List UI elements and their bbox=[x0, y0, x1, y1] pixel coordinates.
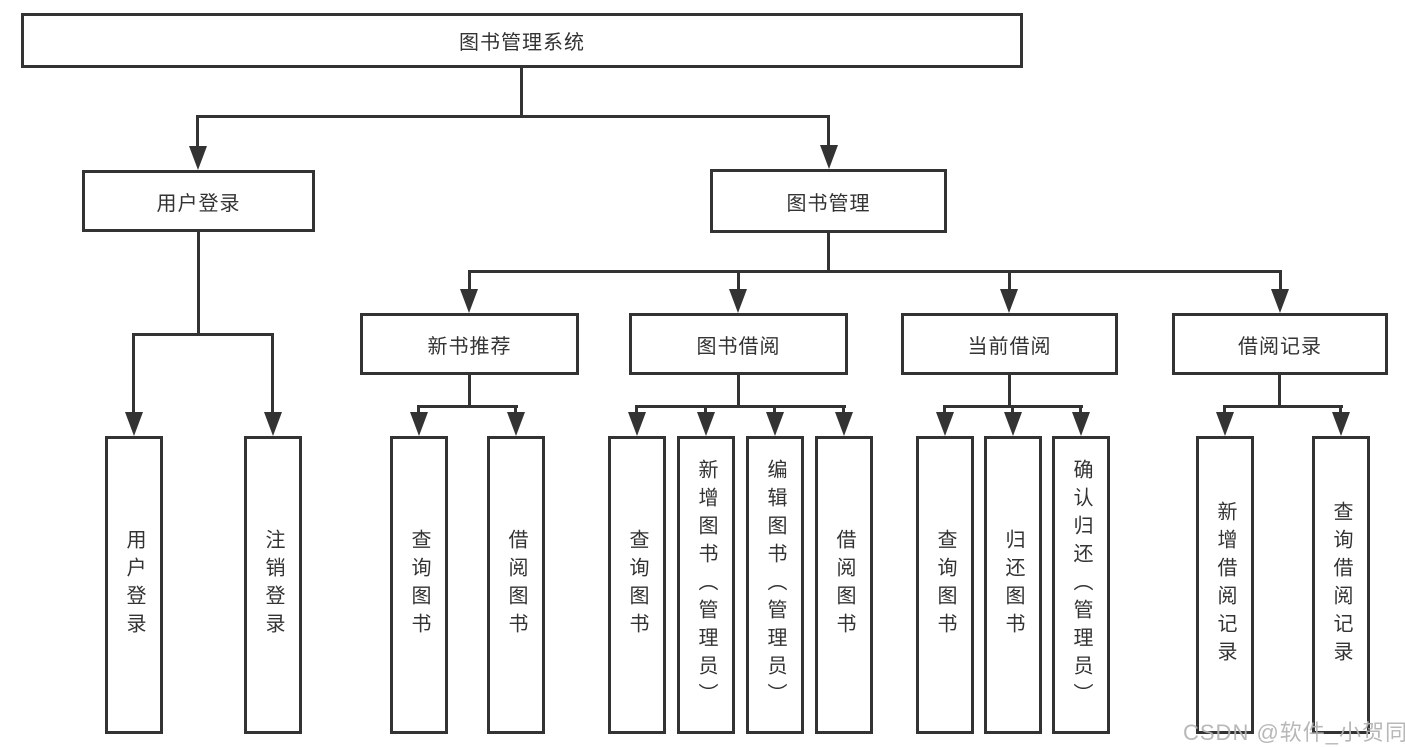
node-book-borrowing: 图书借阅 bbox=[629, 313, 848, 375]
node-confirm-return-admin: 确认归还（管理员） bbox=[1052, 436, 1110, 734]
node-label: 新书推荐 bbox=[427, 335, 512, 358]
node-add-books-admin: 新增图书（管理员） bbox=[677, 436, 735, 734]
connector-drop bbox=[196, 115, 199, 148]
connector-stub bbox=[737, 375, 740, 408]
node-label: 查询图书 bbox=[626, 529, 648, 641]
arrowhead-icon bbox=[125, 412, 143, 436]
watermark: CSDN @软件_小贺同学 bbox=[1183, 720, 1405, 745]
arrowhead-icon bbox=[1072, 412, 1090, 436]
node-label: 图书管理 bbox=[786, 192, 871, 215]
node-label: 归还图书 bbox=[1002, 529, 1024, 641]
node-new-book-recommendation: 新书推荐 bbox=[360, 313, 579, 375]
arrowhead-icon bbox=[1216, 412, 1234, 436]
arrowhead-icon bbox=[1271, 289, 1289, 313]
arrowhead-icon bbox=[628, 412, 646, 436]
node-label: 借阅记录 bbox=[1238, 335, 1322, 358]
node-label: 编辑图书（管理员） bbox=[764, 459, 786, 711]
node-borrow-books: 借阅图书 bbox=[815, 436, 873, 734]
arrowhead-icon bbox=[1004, 412, 1022, 436]
node-query-books-borrow: 查询图书 bbox=[608, 436, 666, 734]
connector-drop bbox=[842, 405, 845, 415]
node-add-borrow-record: 新增借阅记录 bbox=[1196, 436, 1254, 734]
node-borrow-books-recommend: 借阅图书 bbox=[487, 436, 545, 734]
arrowhead-icon bbox=[1332, 412, 1350, 436]
connector-level2-bar bbox=[196, 115, 830, 118]
node-label: 确认归还（管理员） bbox=[1070, 459, 1092, 711]
connector-drop bbox=[514, 405, 517, 415]
node-label: 用户登录 bbox=[123, 529, 145, 641]
connector-drop bbox=[1279, 270, 1282, 292]
node-current-borrowing: 当前借阅 bbox=[901, 313, 1118, 375]
node-return-books: 归还图书 bbox=[984, 436, 1042, 734]
node-book-management: 图书管理 bbox=[710, 169, 947, 233]
arrowhead-icon bbox=[729, 289, 747, 313]
arrowhead-icon bbox=[189, 146, 207, 170]
arrowhead-icon bbox=[766, 412, 784, 436]
connector-bar bbox=[417, 405, 518, 408]
node-query-books-current: 查询图书 bbox=[916, 436, 974, 734]
node-library-management-system: 图书管理系统 bbox=[21, 13, 1023, 68]
node-label: 用户登录 bbox=[156, 192, 241, 215]
connector-login-stub bbox=[197, 232, 200, 336]
node-logout: 注销登录 bbox=[244, 436, 302, 734]
node-label: 新增借阅记录 bbox=[1214, 501, 1236, 669]
connector-drop bbox=[1008, 270, 1011, 292]
arrowhead-icon bbox=[507, 412, 525, 436]
connector-root-stub bbox=[520, 68, 523, 118]
connector-drop bbox=[635, 405, 638, 415]
arrowhead-icon bbox=[820, 145, 838, 169]
arrowhead-icon bbox=[835, 412, 853, 436]
node-label: 注销登录 bbox=[262, 529, 284, 641]
connector-drop bbox=[132, 333, 135, 414]
node-edit-books-admin: 编辑图书（管理员） bbox=[746, 436, 804, 734]
connector-stub bbox=[468, 375, 471, 408]
arrowhead-icon bbox=[410, 412, 428, 436]
arrowhead-icon bbox=[936, 412, 954, 436]
connector-drop bbox=[704, 405, 707, 415]
arrowhead-icon bbox=[460, 289, 478, 313]
connector-drop bbox=[417, 405, 420, 415]
arrowhead-icon bbox=[697, 412, 715, 436]
connector-drop bbox=[1223, 405, 1226, 415]
node-borrowing-records: 借阅记录 bbox=[1172, 313, 1388, 375]
connector-login-bar bbox=[132, 333, 274, 336]
node-label: 查询借阅记录 bbox=[1330, 501, 1352, 669]
node-label: 图书管理系统 bbox=[459, 32, 585, 54]
arrowhead-icon bbox=[1000, 289, 1018, 313]
connector-stub bbox=[1008, 375, 1011, 408]
connector-drop bbox=[468, 270, 471, 292]
connector-drop bbox=[1079, 405, 1082, 415]
connector-drop bbox=[827, 115, 830, 147]
connector-bar bbox=[1223, 405, 1343, 408]
connector-drop bbox=[737, 270, 740, 292]
node-label: 当前借阅 bbox=[967, 335, 1052, 358]
connector-drop bbox=[943, 405, 946, 415]
connector-drop bbox=[1011, 405, 1014, 415]
node-label: 查询图书 bbox=[934, 529, 956, 641]
node-label: 查询图书 bbox=[408, 529, 430, 641]
node-label: 图书借阅 bbox=[696, 335, 781, 358]
node-label: 借阅图书 bbox=[833, 529, 855, 641]
node-user-login-leaf: 用户登录 bbox=[105, 436, 163, 734]
node-user-login: 用户登录 bbox=[82, 170, 315, 232]
connector-drop bbox=[1339, 405, 1342, 415]
node-query-borrow-record: 查询借阅记录 bbox=[1312, 436, 1370, 734]
connector-drop bbox=[773, 405, 776, 415]
connector-stub bbox=[1278, 375, 1281, 408]
node-label: 新增图书（管理员） bbox=[695, 459, 717, 711]
arrowhead-icon bbox=[264, 412, 282, 436]
connector-drop bbox=[271, 333, 274, 414]
connector-mgmt-stub bbox=[827, 233, 830, 273]
connector-bar bbox=[635, 405, 846, 408]
node-label: 借阅图书 bbox=[505, 529, 527, 641]
connector-level3-bar bbox=[468, 270, 1281, 273]
node-query-books-recommend: 查询图书 bbox=[390, 436, 448, 734]
